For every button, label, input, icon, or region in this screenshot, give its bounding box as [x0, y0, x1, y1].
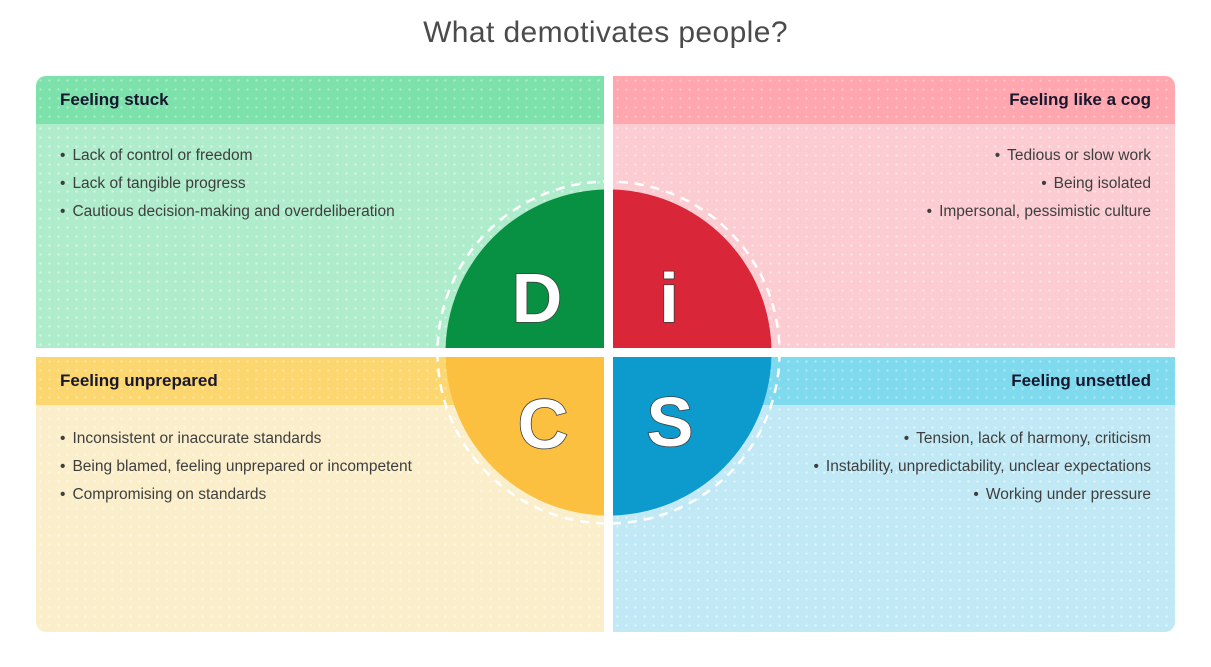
bullet-marker: • — [903, 430, 910, 447]
bullet-marker: • — [60, 430, 66, 447]
bullet-marker: • — [973, 486, 979, 503]
quadrant-body: • Inconsistent or inaccurate standards • B… — [36, 405, 604, 632]
bullet-text: Being blamed, feeling unprepared or inco… — [72, 458, 412, 475]
bullet-marker: • — [60, 175, 66, 192]
quadrant-title: Feeling stuck — [60, 90, 169, 109]
quadrant-body: • Tedious or slow work • Being isolated • I… — [613, 124, 1175, 348]
quadrant-header: Feeling unsettled — [613, 357, 1175, 405]
bullet-text: Lack of tangible progress — [72, 175, 246, 192]
quadrant-feeling-like-a-cog: Feeling like a cog • Tedious or slow work… — [613, 76, 1175, 348]
bullet-item: • Instability, unpredictability, unclear … — [637, 453, 1151, 481]
bullet-item: • Being isolated — [637, 170, 1151, 198]
bullet-text: Compromising on standards — [72, 486, 267, 503]
bullet-marker: • — [60, 203, 66, 220]
bullet-marker: • — [1041, 175, 1047, 192]
quadrant-body: • Lack of control or freedom • Lack of tan… — [36, 124, 604, 348]
bullet-item: • Compromising on standards — [60, 481, 580, 509]
bullet-item: • Inconsistent or inaccurate standards — [60, 425, 580, 453]
bullet-item: • Tedious or slow work — [637, 142, 1151, 170]
bullet-item: • Lack of tangible progress — [60, 170, 580, 198]
bullet-item: • Lack of control or freedom — [60, 142, 580, 170]
quadrant-header: Feeling like a cog — [613, 76, 1175, 124]
quadrant-feeling-stuck: Feeling stuck • Lack of control or freedo… — [36, 76, 604, 348]
quadrant-header: Feeling unprepared — [36, 357, 604, 405]
bullet-item: • Tension, lack of harmony, criticism — [637, 425, 1151, 453]
quadrant-body: • Tension, lack of harmony, criticism • In… — [613, 405, 1175, 632]
bullet-text: Impersonal, pessimistic culture — [939, 203, 1151, 220]
bullet-marker: • — [60, 458, 66, 475]
bullet-text: Inconsistent or inaccurate standards — [72, 430, 322, 447]
bullet-marker: • — [994, 147, 1001, 164]
quadrant-feeling-unsettled: Feeling unsettled • Tension, lack of harm… — [613, 357, 1175, 632]
bullet-marker: • — [60, 147, 66, 164]
bullet-text: Cautious decision-making and overdeliber… — [72, 203, 395, 220]
bullet-text: Lack of control or freedom — [72, 147, 253, 164]
bullet-text: Tedious or slow work — [1007, 147, 1151, 164]
bullet-marker: • — [813, 458, 819, 475]
bullet-item: • Working under pressure — [637, 481, 1151, 509]
bullet-item: • Cautious decision-making and overdelibe… — [60, 198, 580, 226]
bullet-marker: • — [60, 486, 66, 503]
bullet-text: Being isolated — [1053, 175, 1151, 192]
quadrant-title: Feeling like a cog — [1009, 90, 1151, 109]
quadrant-title: Feeling unprepared — [60, 371, 218, 390]
bullet-item: • Impersonal, pessimistic culture — [637, 198, 1151, 226]
bullet-text: Working under pressure — [985, 486, 1151, 503]
bullet-text: Tension, lack of harmony, criticism — [916, 430, 1151, 447]
bullet-text: Instability, unpredictability, unclear e… — [825, 458, 1151, 475]
quadrant-header: Feeling stuck — [36, 76, 604, 124]
page-title: What demotivates people? — [423, 16, 788, 49]
bullet-marker: • — [926, 203, 933, 220]
quadrant-title: Feeling unsettled — [1011, 371, 1151, 390]
bullet-item: • Being blamed, feeling unprepared or inc… — [60, 453, 580, 481]
quadrant-feeling-unprepared: Feeling unprepared • Inconsistent or inac… — [36, 357, 604, 632]
